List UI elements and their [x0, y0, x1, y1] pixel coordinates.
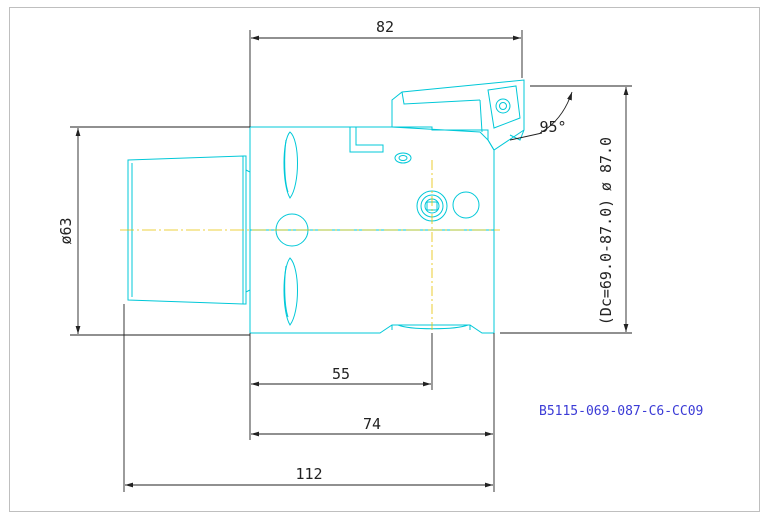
drawing-frame [9, 7, 760, 512]
dim-overall-82: 82 [376, 18, 394, 36]
dim-74: 74 [363, 415, 381, 433]
centerlines [120, 160, 500, 330]
dim-diameter-range: (Dc=69.0-87.0) [597, 199, 615, 325]
dim-55: 55 [332, 365, 350, 383]
dim-112: 112 [295, 465, 322, 483]
flutes [283, 131, 298, 326]
dim-angle-95: 95° [539, 118, 566, 136]
dim-diameter-87: ø 87.0 [597, 137, 615, 191]
side-hole [452, 191, 480, 219]
tool-body-outline [127, 79, 525, 334]
insert-cartridge [391, 79, 525, 151]
dim-diameter-63: ø63 [57, 217, 75, 244]
part-number: B5115-069-087-C6-CC09 [539, 404, 703, 419]
dimension-lines [70, 30, 632, 492]
small-screw [394, 152, 412, 164]
